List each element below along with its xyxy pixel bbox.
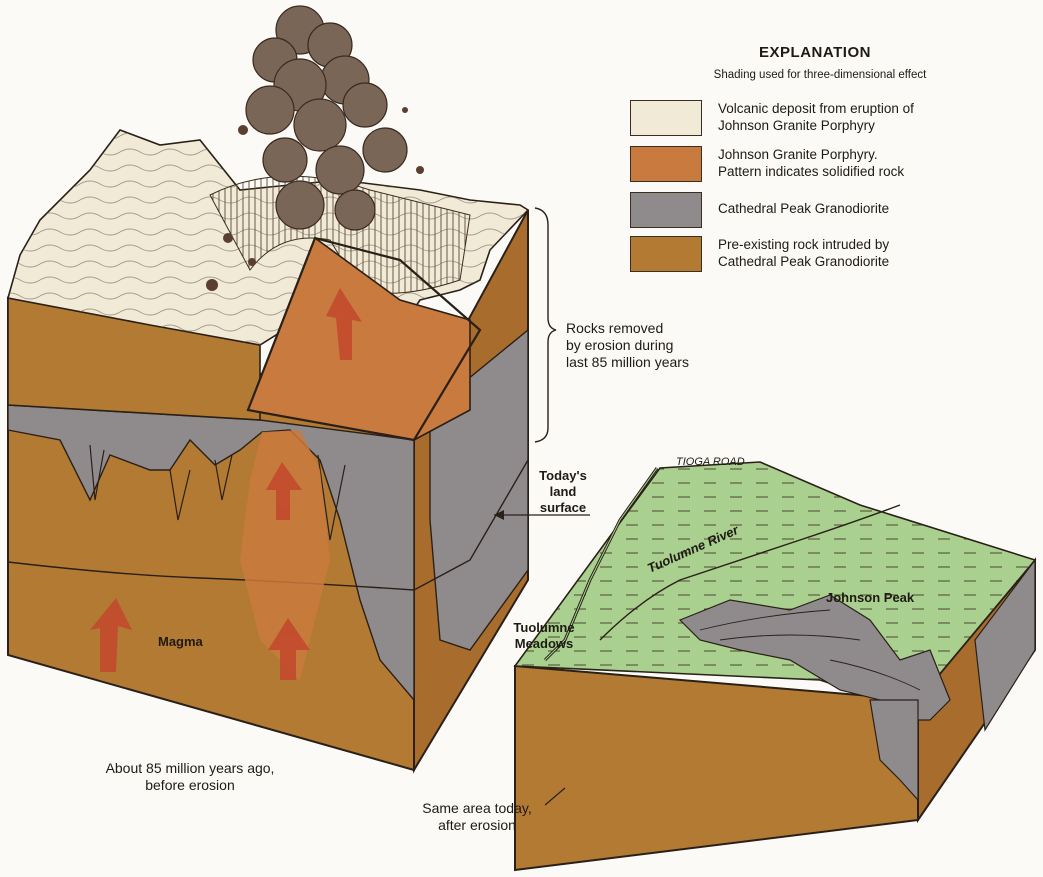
label-rocks-removed: Rocks removed by erosion during last 85 … bbox=[566, 320, 689, 371]
legend-item-granodiorite: Cathedral Peak Granodiorite bbox=[630, 192, 1040, 232]
label-magma: Magma bbox=[158, 634, 203, 650]
legend-label-preexisting: Pre-existing rock intruded by Cathedral … bbox=[718, 236, 1038, 270]
legend-swatch-volcanic bbox=[630, 100, 702, 136]
right-block bbox=[515, 462, 1035, 870]
legend-title: EXPLANATION bbox=[600, 44, 1030, 61]
erosion-bracket bbox=[535, 208, 556, 442]
label-tuolumne-meadows: Tuolumne Meadows bbox=[496, 620, 592, 652]
legend: EXPLANATION Shading used for three-dimen… bbox=[600, 44, 1040, 81]
legend-swatch-preexisting bbox=[630, 236, 702, 272]
legend-subtitle: Shading used for three-dimensional effec… bbox=[600, 69, 1040, 81]
caption-after-erosion: Same area today, after erosion bbox=[402, 800, 552, 834]
label-land-surface: Today's land surface bbox=[528, 468, 598, 516]
label-tioga-road: TIOGA ROAD bbox=[676, 454, 745, 470]
legend-label-porphyry: Johnson Granite Porphyry. Pattern indica… bbox=[718, 146, 1038, 180]
legend-item-porphyry: Johnson Granite Porphyry. Pattern indica… bbox=[630, 146, 1040, 186]
right-block-front-face bbox=[515, 666, 918, 870]
label-johnson-peak: Johnson Peak bbox=[826, 590, 914, 606]
caption-before-erosion: About 85 million years ago, before erosi… bbox=[70, 760, 310, 794]
legend-label-volcanic: Volcanic deposit from eruption of Johnso… bbox=[718, 100, 1038, 134]
left-block bbox=[8, 6, 590, 770]
legend-swatch-granodiorite bbox=[630, 192, 702, 228]
legend-item-volcanic: Volcanic deposit from eruption of Johnso… bbox=[630, 100, 1040, 140]
legend-swatch-porphyry bbox=[630, 146, 702, 182]
legend-item-preexisting: Pre-existing rock intruded by Cathedral … bbox=[630, 236, 1040, 276]
legend-label-granodiorite: Cathedral Peak Granodiorite bbox=[718, 200, 1038, 217]
